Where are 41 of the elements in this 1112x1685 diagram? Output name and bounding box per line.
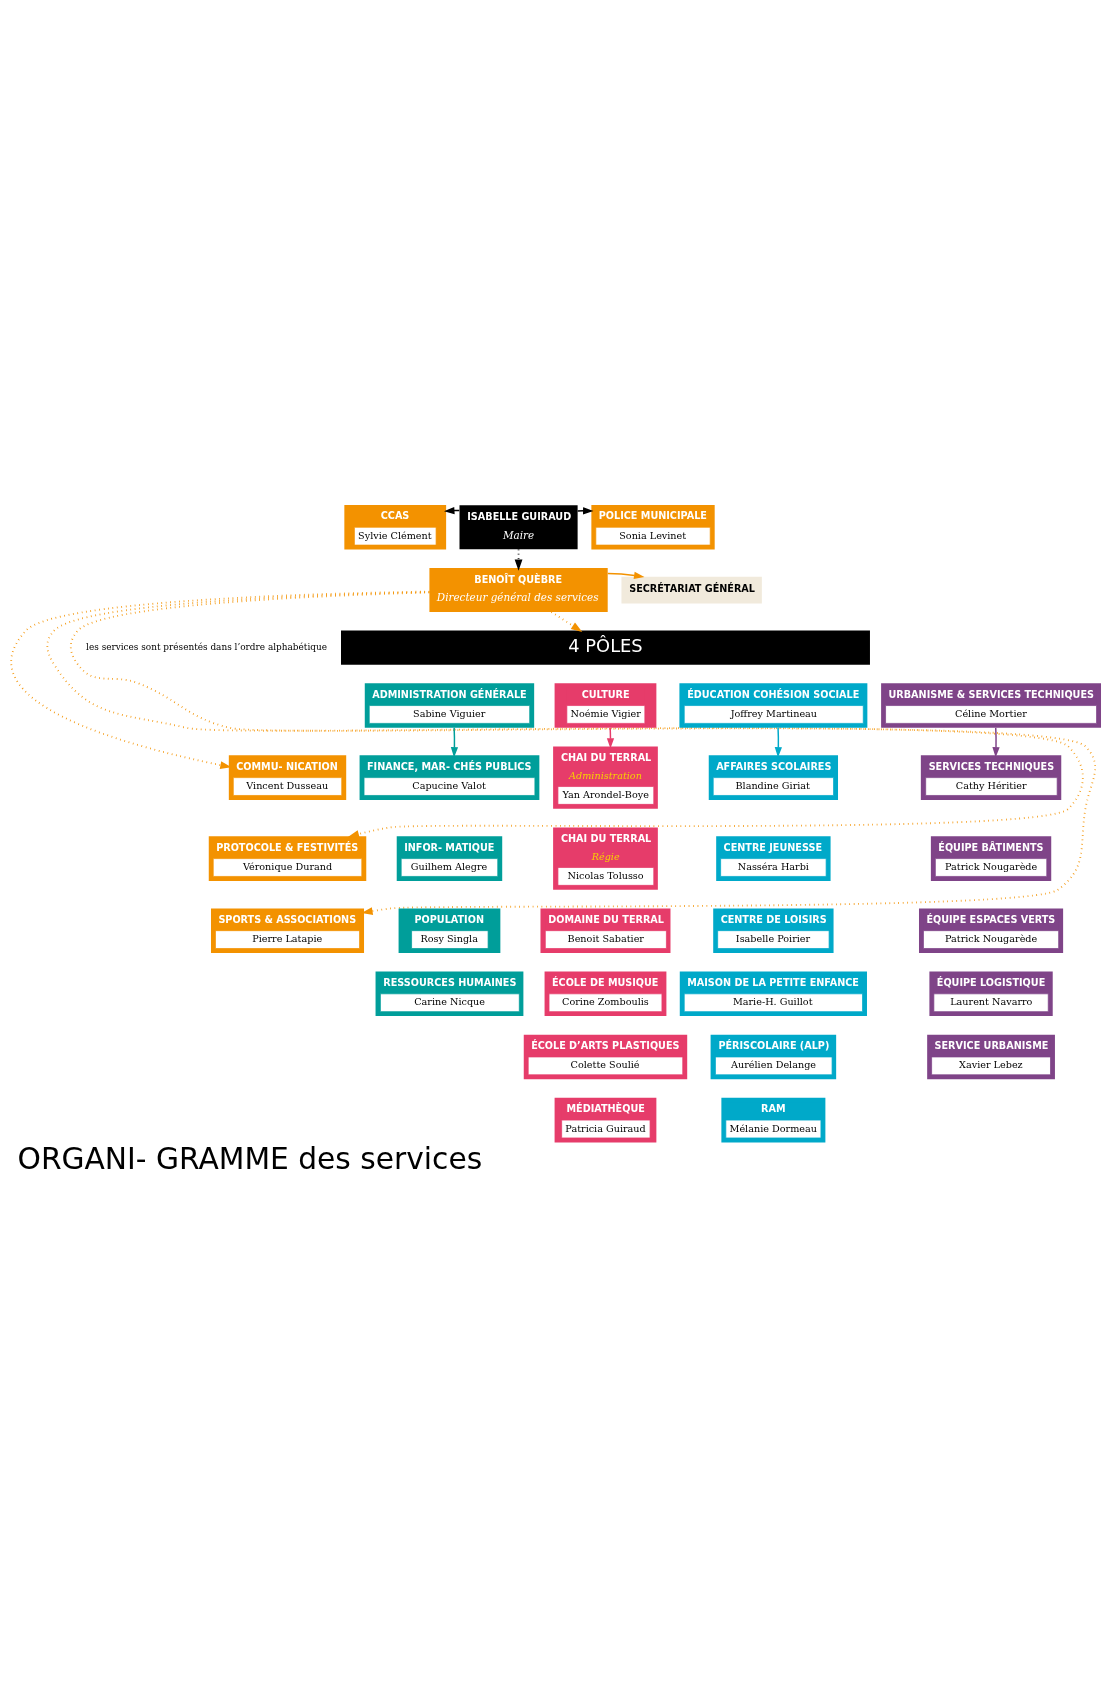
node-box: ÉCOLE D’ARTS PLASTIQUES Colette Soulié [523, 1034, 688, 1079]
node-box: SPORTS & ASSOCIATIONS Pierre Latapie [211, 907, 365, 953]
node-box: CENTRE JEUNESSE Nasséra Harbi [716, 835, 831, 881]
node-box: FINANCE, MAR- CHÉS PUBLICS Capucine Valot [359, 754, 540, 800]
node-box: ÉDUCATION COHÉSION SOCIALE Joffrey Martineau [679, 682, 868, 728]
node-box: RESSOURCES HUMAINES Carine Nicque [375, 971, 524, 1016]
node-box: AFFAIRES SCOLAIRES Blandine Giriat [708, 754, 838, 800]
node-box: CENTRE DE LOISIRS Isabelle Poirier [713, 907, 834, 953]
arrow [46, 590, 1084, 838]
node-box: 4 PÔLES [341, 630, 870, 665]
node-box: PROTOCOLE & FESTIVITÉS Véronique Durand [208, 835, 367, 881]
node-box: ÉQUIPE LOGISTIQUE Laurent Navarro [929, 971, 1053, 1016]
node-box: CULTURE Noémie Vigier [554, 682, 657, 728]
node-box: POPULATION Rosy Singla [398, 907, 501, 953]
arrow [774, 726, 782, 757]
arrow [550, 610, 583, 632]
node-box: SERVICE URBANISME Xavier Lebez [927, 1034, 1055, 1079]
node-box: ÉQUIPE ESPACES VERTS Patrick Nougarède [919, 907, 1064, 953]
node-box: SECRÉTARIAT GÉNÉRAL [621, 576, 762, 603]
node-box: ÉQUIPE BÂTIMENTS Patrick Nougarède [930, 835, 1052, 881]
node-box: DOMAINE DU TERRAL Benoit Sabatier [540, 907, 671, 953]
node-box: CCAS Sylvie Clément [344, 504, 447, 550]
node-box: URBANISME & SERVICES TECHNIQUES Céline Mortier [881, 682, 1101, 728]
node-box: BENOÎT QUÈBRE Directeur général des services [429, 567, 608, 612]
arrow [992, 726, 1000, 757]
node-box: PÉRISCOLAIRE (ALP) Aurélien Delange [710, 1034, 837, 1079]
node-box: RAM Mélanie Dormeau [721, 1097, 826, 1142]
node-box: SERVICES TECHNIQUES Cathy Héritier [920, 754, 1062, 800]
node-box: COMMU- NICATION Vincent Dusseau [228, 754, 347, 800]
node-box: POLICE MUNICIPALE Sonia Levinet [591, 504, 715, 550]
node-box: INFOR- MATIQUE Guilhem Alegre [396, 835, 503, 881]
node-box: ADMINISTRATION GÉNÉRALE Sabine Viguier [364, 682, 535, 728]
node-box: MAISON DE LA PETITE ENFANCE Marie-H. Guillot [679, 971, 867, 1016]
node-box: ISABELLE GUIRAUD Maire [459, 504, 578, 549]
arrow [607, 571, 645, 579]
node-box: ÉCOLE DE MUSIQUE Corine Zomboulis [544, 971, 667, 1016]
arrow [450, 726, 459, 757]
arrow [576, 506, 594, 514]
label: les services sont présentés dans l’ordre alphabétique [86, 641, 327, 652]
node-box: MÉDIATHÈQUE Patricia Guiraud [554, 1097, 657, 1142]
diagram-title: ORGANI- GRAMME des services [17, 1140, 483, 1176]
